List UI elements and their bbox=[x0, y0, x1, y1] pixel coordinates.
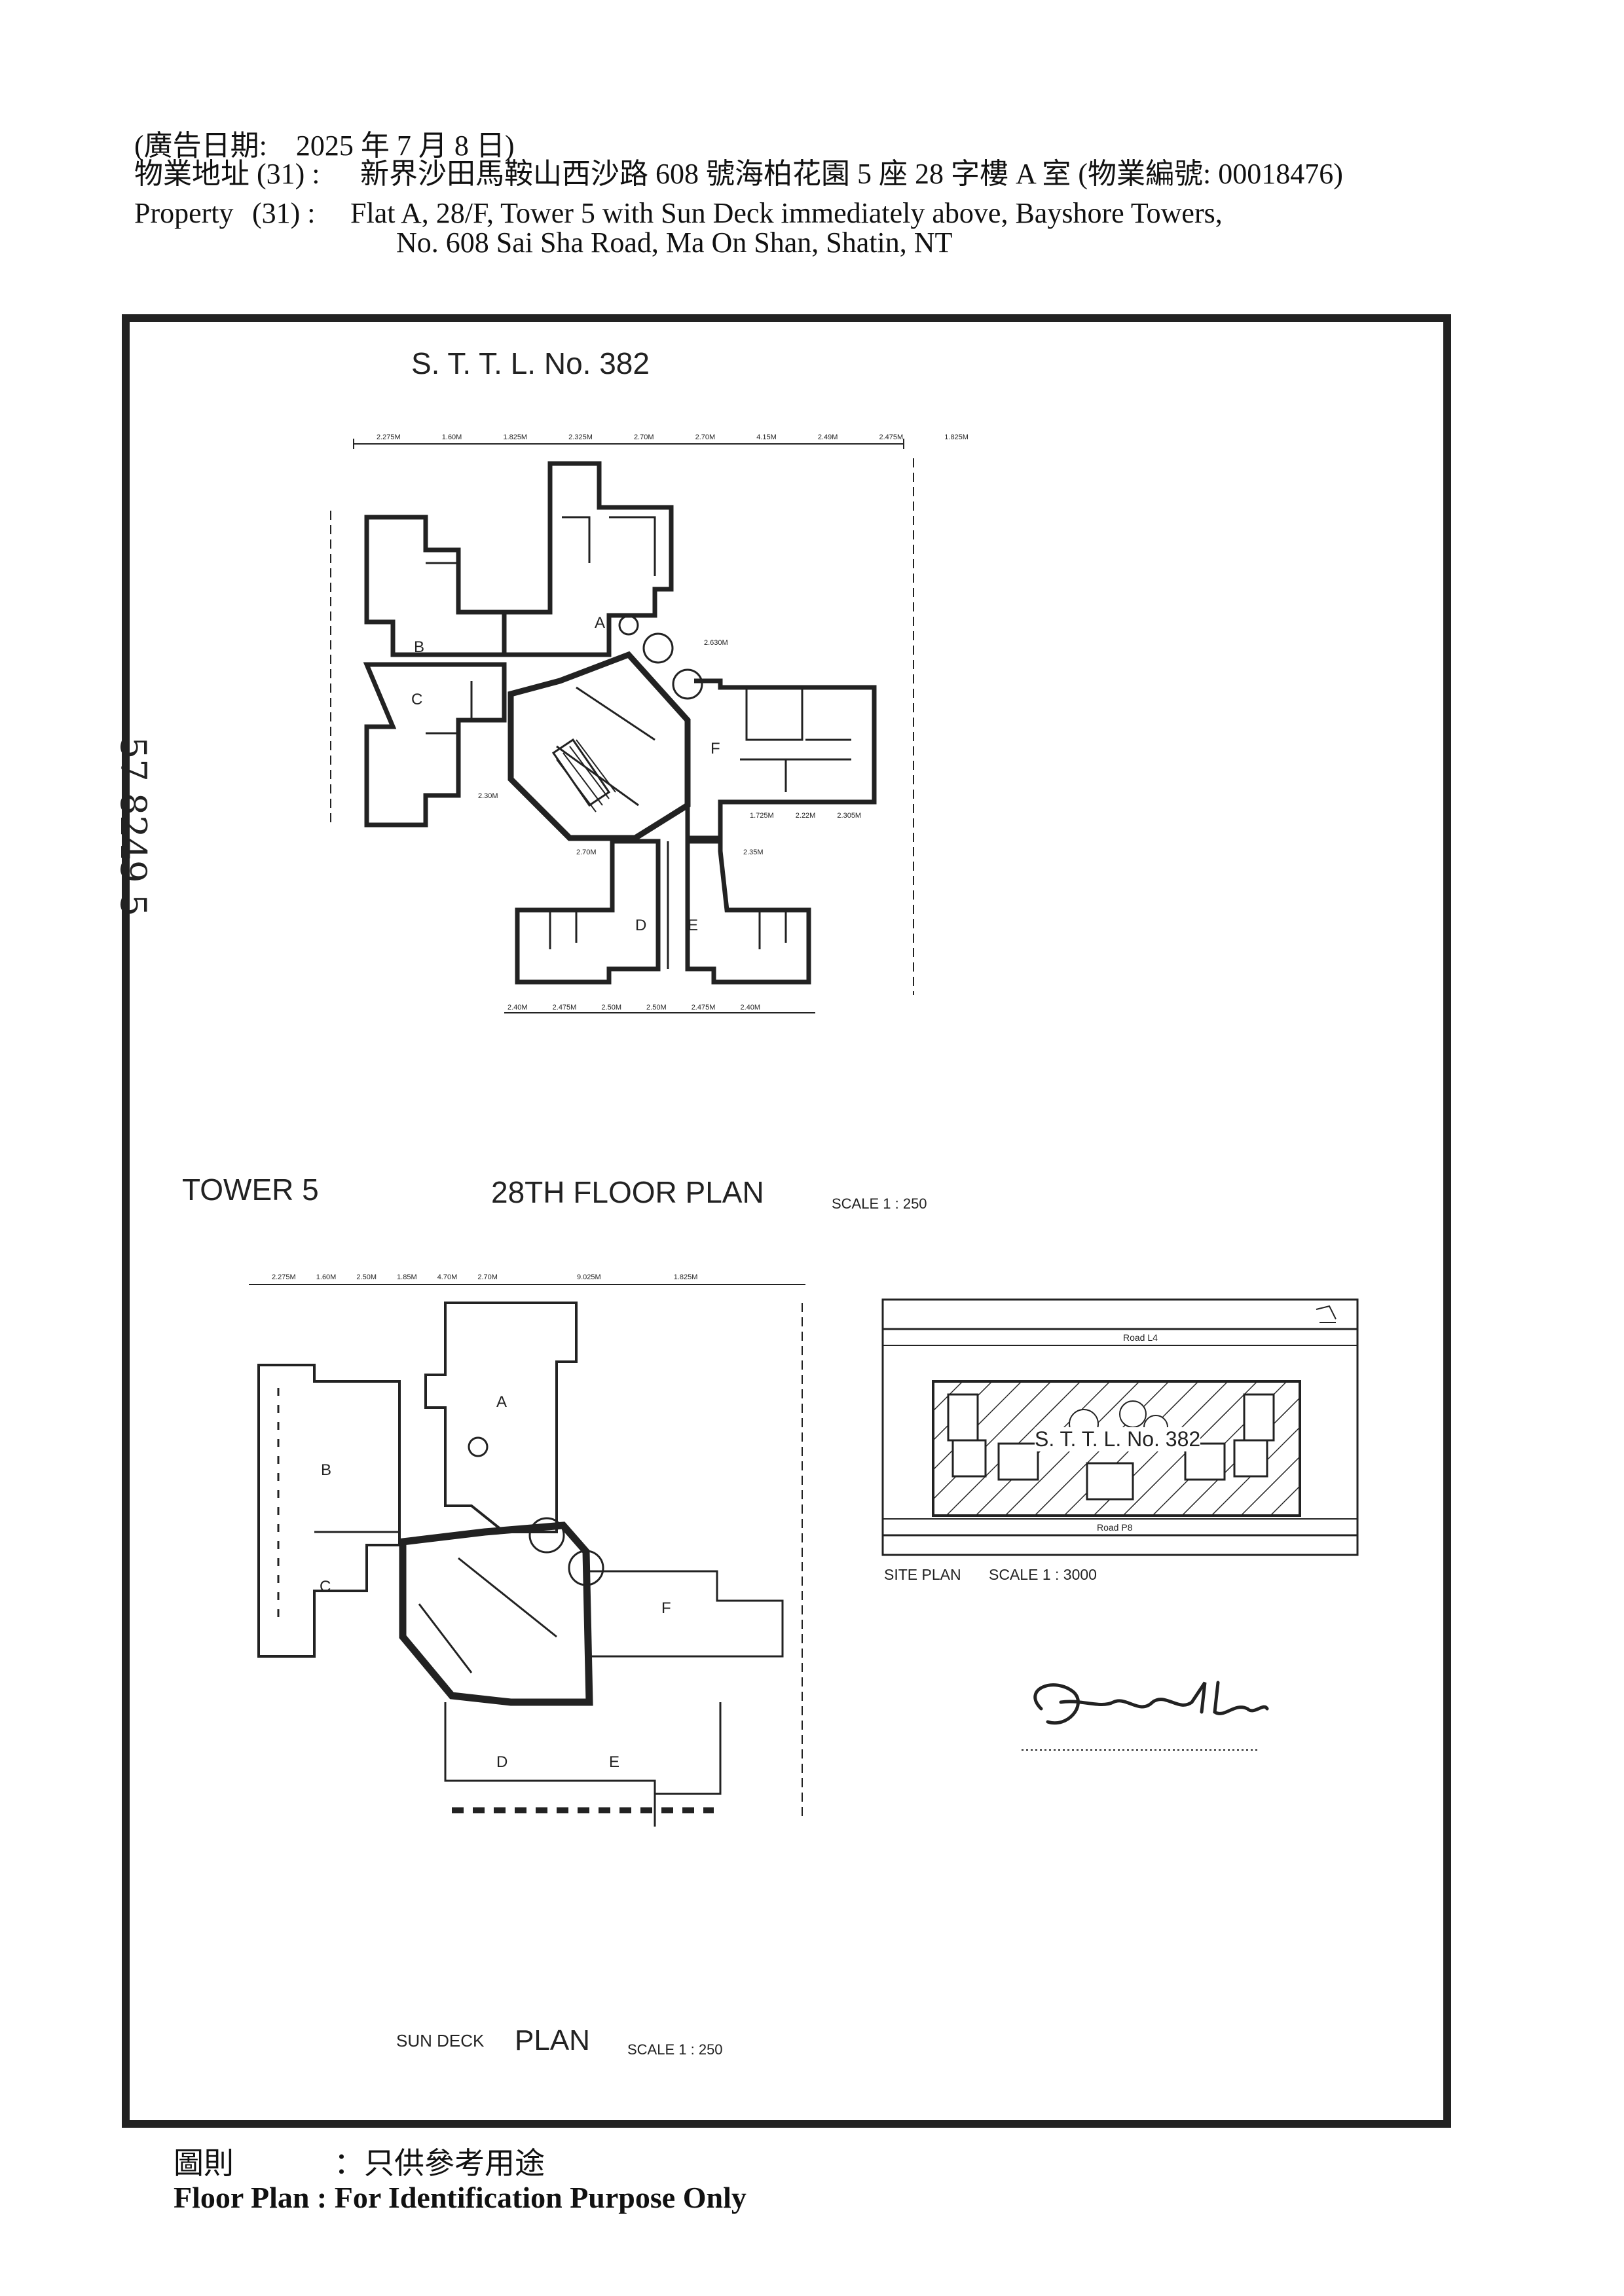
road-bottom-label: Road P8 bbox=[1097, 1522, 1133, 1533]
flat-label-f: F bbox=[710, 740, 720, 757]
sd-flat-label-b: B bbox=[321, 1461, 332, 1479]
site-plan-label: SITE PLAN bbox=[884, 1566, 961, 1583]
sd-flat-label-f: F bbox=[661, 1599, 671, 1617]
dim-mid-3: 2.70M bbox=[576, 848, 597, 856]
floor-plan-scale: SCALE 1 : 250 bbox=[832, 1195, 927, 1212]
sd-flat-label-d: D bbox=[496, 1753, 508, 1771]
dims-top-row: 2.275M 1.60M 1.825M 2.325M 2.70M 2.70M 4… bbox=[377, 433, 969, 441]
floor-plan-title: 28TH FLOOR PLAN bbox=[491, 1175, 764, 1209]
sd-flat-label-c: C bbox=[320, 1578, 331, 1595]
signature bbox=[1033, 1681, 1269, 1725]
sun-deck-label-small: SUN DECK bbox=[396, 2031, 485, 2050]
dims-right-row: 1.725M 2.22M 2.305M bbox=[750, 812, 862, 820]
address-zh-label: 物業地址 (31) : bbox=[134, 158, 320, 190]
address-zh-text: 新界沙田馬鞍山西沙路 608 號海柏花園 5 座 28 字樓 A 室 (物業編號… bbox=[360, 158, 1343, 190]
site-lot-label: S. T. T. L. No. 382 bbox=[1035, 1427, 1201, 1451]
sd-flat-label-e: E bbox=[609, 1753, 620, 1771]
lot-number-label: S. T. T. L. No. 382 bbox=[411, 346, 650, 380]
flat-label-d: D bbox=[635, 917, 647, 934]
dim-mid-1: 2.630M bbox=[704, 639, 728, 647]
sd-flat-label-a: A bbox=[496, 1393, 507, 1411]
property-label: Property bbox=[134, 197, 234, 229]
site-plan-scale: SCALE 1 : 3000 bbox=[989, 1566, 1097, 1583]
dims-bottom-row: 2.40M 2.475M 2.50M 2.50M 2.475M 2.40M bbox=[507, 1004, 761, 1011]
dim-mid-2: 2.30M bbox=[478, 792, 498, 800]
footer-zh-label: 圖則 bbox=[174, 2147, 234, 2180]
floor-plan-drawing bbox=[330, 439, 914, 1013]
footer-en-text: Floor Plan : For Identification Purpose … bbox=[174, 2181, 747, 2214]
property-address-1: Flat A, 28/F, Tower 5 with Sun Deck imme… bbox=[350, 197, 1223, 229]
road-top-label: Road L4 bbox=[1123, 1332, 1158, 1343]
address-chinese-line: 物業地址 (31) : 新界沙田馬鞍山西沙路 608 號海柏花園 5 座 28 字… bbox=[134, 156, 1343, 192]
footer-zh-text: ：只供參考用途 bbox=[334, 2147, 545, 2180]
handwritten-margin-note: 57 8249 5 bbox=[113, 737, 154, 917]
dim-mid-4: 2.35M bbox=[743, 848, 764, 856]
flat-label-a: A bbox=[595, 614, 606, 632]
tower-label: TOWER 5 bbox=[182, 1173, 319, 1207]
flat-label-e: E bbox=[688, 917, 699, 934]
plan-frame bbox=[122, 314, 1451, 2128]
sun-deck-label-big: PLAN bbox=[515, 2024, 590, 2056]
advertisement-date: (廣告日期: 2025 年 7 月 8 日) bbox=[134, 130, 515, 162]
sun-deck-drawing bbox=[249, 1284, 805, 1827]
flat-label-b: B bbox=[414, 638, 425, 656]
property-address-2: No. 608 Sai Sha Road, Ma On Shan, Shatin… bbox=[396, 227, 953, 259]
sun-deck-scale: SCALE 1 : 250 bbox=[627, 2041, 723, 2058]
footer-zh-line: 圖則 ：只供參考用途 bbox=[174, 2140, 545, 2183]
sd-dims-top-row: 2.275M 1.60M 2.50M 1.85M 4.70M 2.70M 9.0… bbox=[272, 1273, 698, 1281]
property-line-1: Property (31) : Flat A, 28/F, Tower 5 with… bbox=[134, 195, 1223, 232]
flat-label-c: C bbox=[411, 691, 423, 708]
property-number: (31) : bbox=[252, 197, 316, 229]
